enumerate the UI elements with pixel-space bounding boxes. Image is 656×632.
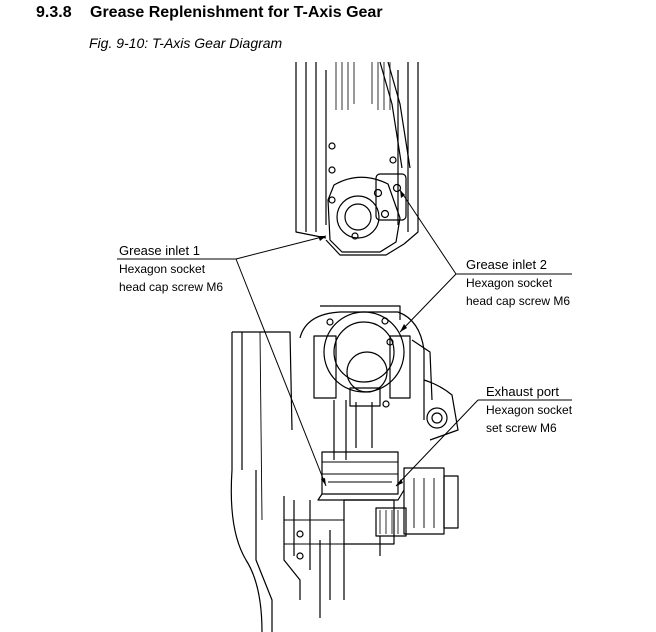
leader-lines (117, 189, 572, 487)
grease-inlet-2-line2: head cap screw M6 (466, 294, 571, 308)
section-number: 9.3.8 (36, 4, 72, 21)
grease-inlet-1-title: Grease inlet 1 (119, 243, 200, 258)
leader-arrowheads (318, 190, 407, 486)
grease-inlet-1-line2: head cap screw M6 (119, 280, 224, 294)
grease-inlet-1-line1: Hexagon socket (119, 262, 206, 276)
exhaust-port-line1: Hexagon socket (486, 403, 573, 417)
section-heading: 9.3.8 Grease Replenishment for T-Axis Gea… (36, 4, 383, 22)
grease-inlet-2-line1: Hexagon socket (466, 276, 553, 290)
lower-body-assembly (230, 305, 459, 632)
callout-grease-inlet-2: Grease inlet 2 Hexagon socket head cap s… (466, 256, 570, 310)
exhaust-port-line2: set screw M6 (486, 421, 557, 435)
grease-inlet-2-title: Grease inlet 2 (466, 257, 547, 272)
callout-grease-inlet-1: Grease inlet 1 Hexagon socket head cap s… (119, 242, 223, 296)
figure-caption: Fig. 9-10: T-Axis Gear Diagram (89, 35, 283, 51)
exhaust-port-title: Exhaust port (486, 384, 559, 399)
upper-wrist-assembly (295, 61, 419, 256)
section-title: Grease Replenishment for T-Axis Gear (90, 4, 383, 21)
callout-exhaust-port: Exhaust port Hexagon socket set screw M6 (486, 383, 572, 437)
